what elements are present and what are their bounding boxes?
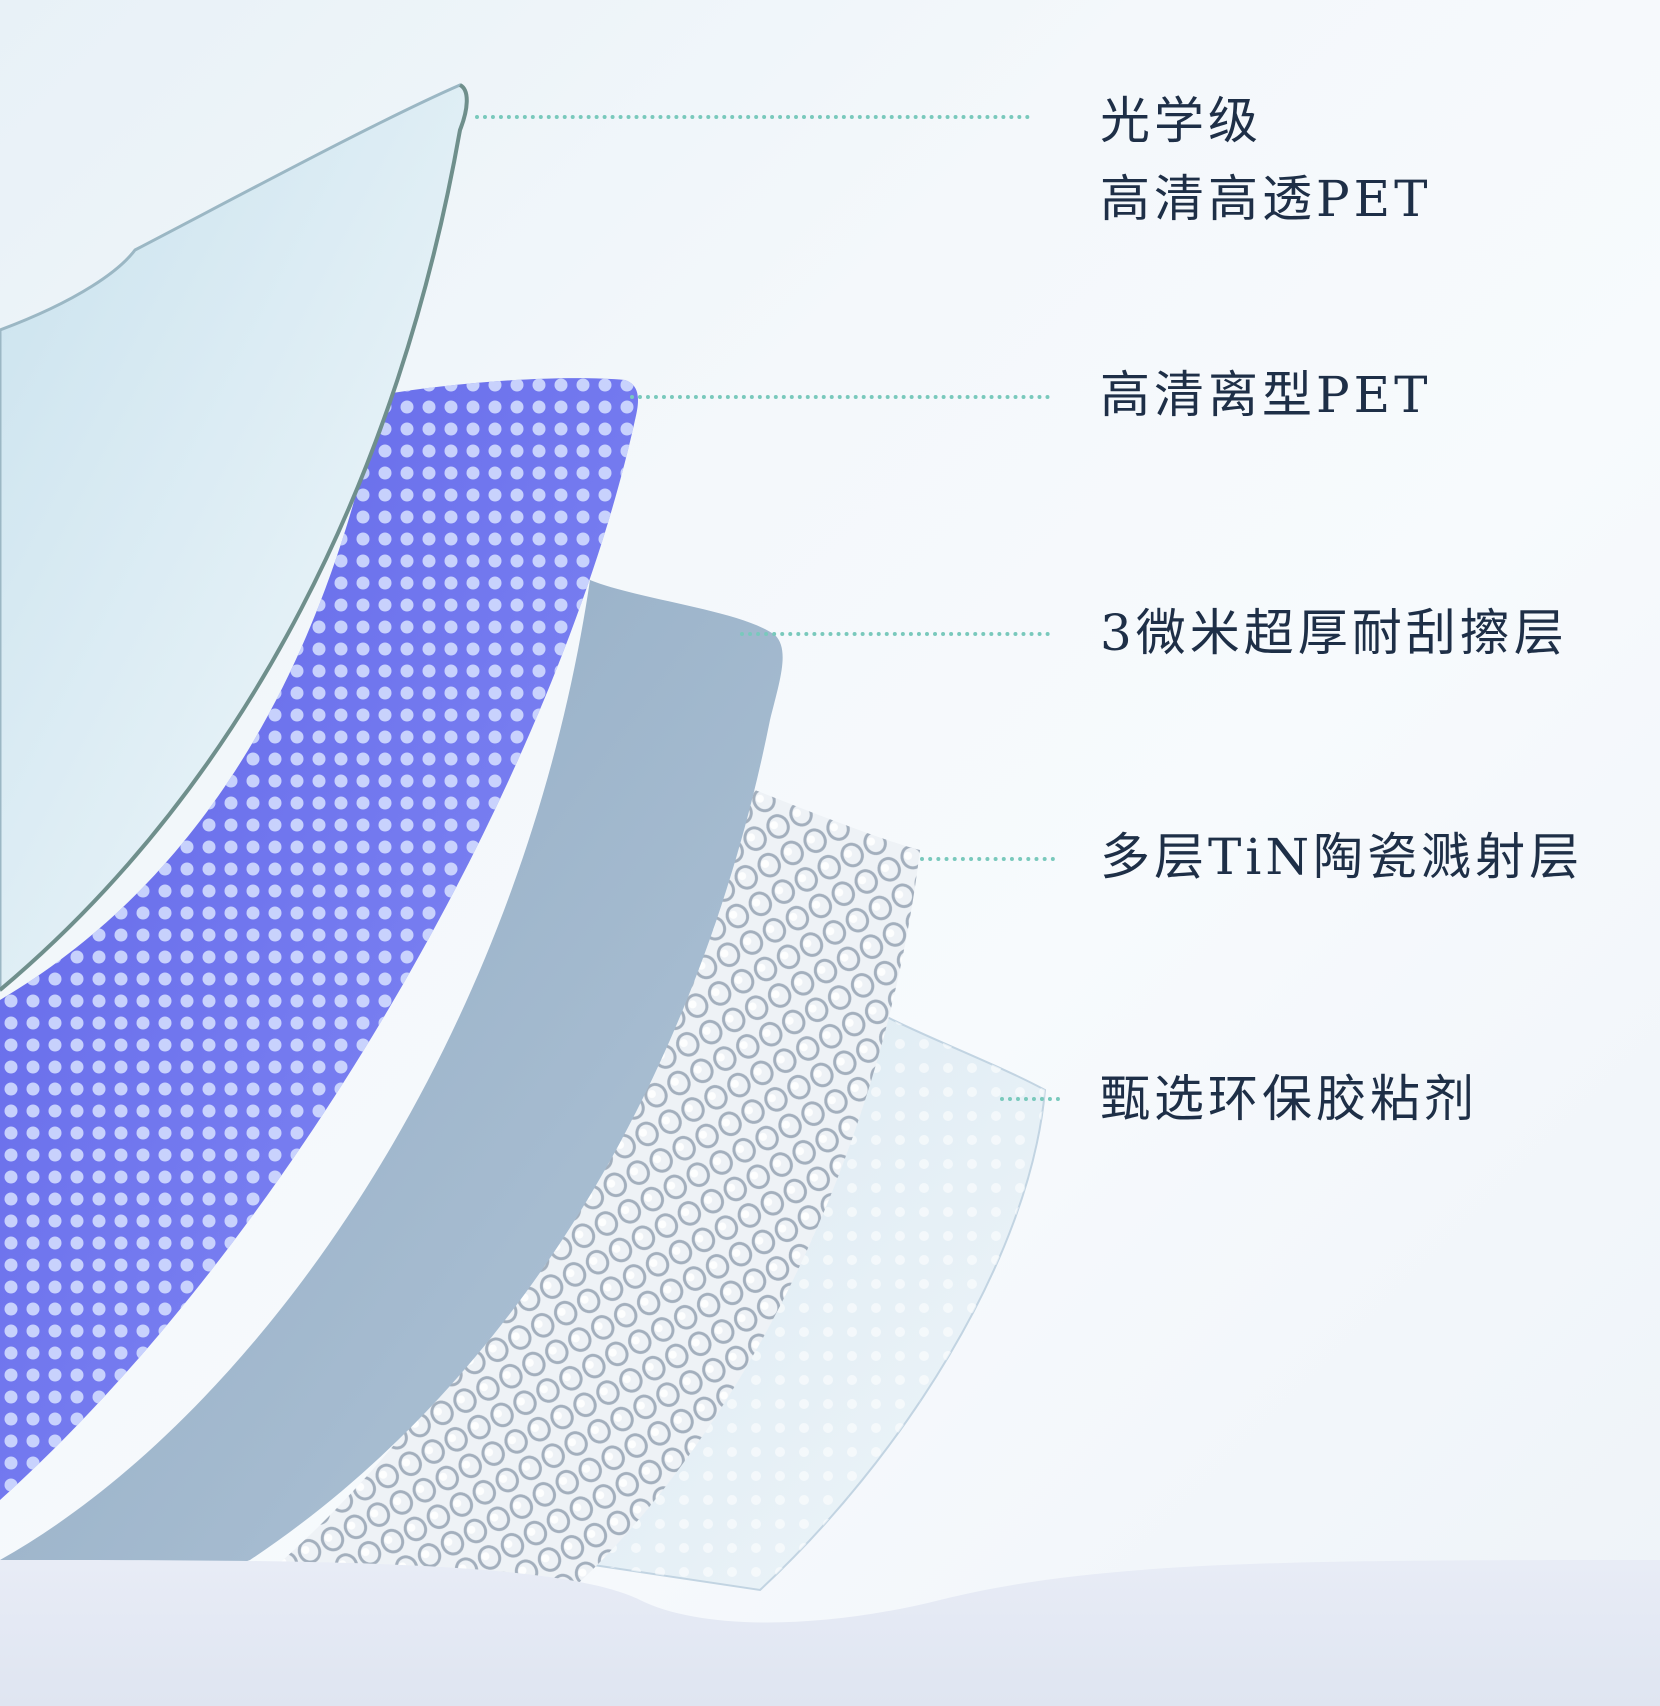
label-release-pet: 高清离型PET (1100, 356, 1432, 434)
label-optical-pet-line-1: 光学级 (1100, 92, 1262, 150)
label-scratch-layer-line-1: 3微米超厚耐刮擦层 (1100, 604, 1568, 662)
leader-line-scratch-layer (740, 632, 1050, 636)
label-adhesive-line-1: 甄选环保胶粘剂 (1100, 1070, 1478, 1128)
label-release-pet-line-1: 高清离型PET (1100, 366, 1432, 424)
leader-line-adhesive (1000, 1097, 1060, 1101)
label-scratch-layer: 3微米超厚耐刮擦层 (1100, 594, 1568, 672)
scratch-layer-shape (0, 580, 783, 1650)
leader-line-release-pet (630, 395, 1050, 399)
base-surface (0, 1560, 1660, 1706)
label-adhesive: 甄选环保胶粘剂 (1100, 1060, 1478, 1138)
label-tin-sputter: 多层TiN陶瓷溅射层 (1100, 818, 1583, 896)
leader-line-tin-sputter (920, 857, 1055, 861)
optical-pet-layer-shape (0, 83, 469, 992)
leader-line-optical-pet (475, 115, 1030, 119)
label-optical-pet-line-2: 高清高透PET (1100, 170, 1432, 228)
label-optical-pet: 光学级 高清高透PET (1100, 82, 1432, 238)
label-tin-sputter-line-1: 多层TiN陶瓷溅射层 (1100, 828, 1584, 886)
release-pet-layer-shape (0, 378, 638, 1500)
